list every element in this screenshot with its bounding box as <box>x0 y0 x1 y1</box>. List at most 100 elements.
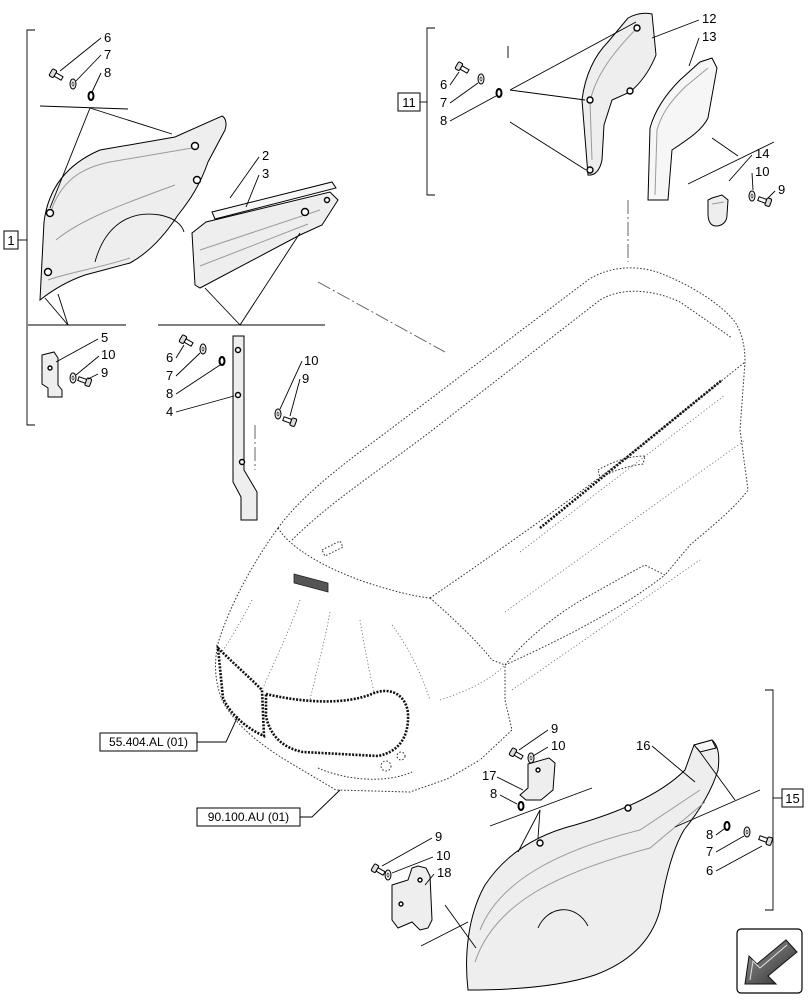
callout-label[interactable]: 18 <box>437 865 451 880</box>
hood-top-inner-contour <box>291 290 733 541</box>
bracket-line <box>426 27 435 196</box>
callout-label[interactable]: 12 <box>702 11 716 26</box>
section-line <box>674 789 761 828</box>
hood-rear-side <box>664 361 749 576</box>
inner-panel-part <box>191 191 339 289</box>
lock-washer-icon <box>495 88 503 98</box>
callout-label[interactable]: 6 <box>166 350 173 365</box>
callout-label[interactable]: 9 <box>435 829 442 844</box>
arrow-highlight <box>749 944 788 981</box>
callout-label[interactable]: 10 <box>551 738 565 753</box>
leader-line <box>59 37 102 72</box>
fender <box>466 739 720 991</box>
side-panel-part <box>39 115 227 302</box>
callout-label[interactable]: 2 <box>262 148 269 163</box>
mounting-hole <box>586 96 594 104</box>
mounting-hole <box>234 346 242 354</box>
mounting-hole <box>238 458 246 466</box>
washer-icon <box>199 343 207 355</box>
projection-line <box>696 747 736 801</box>
callout-label[interactable]: 16 <box>636 738 650 753</box>
leader-line <box>87 373 99 380</box>
callout-label[interactable]: 6 <box>104 30 111 45</box>
hood-side-line <box>504 439 746 613</box>
group-number-15: 15 <box>785 791 799 806</box>
callout-label[interactable]: 7 <box>440 95 447 110</box>
panel-shading <box>199 223 309 267</box>
fender-bracket-part <box>519 757 556 801</box>
mounting-hole <box>586 166 594 174</box>
callout-label[interactable]: 17 <box>482 768 496 783</box>
lock-washer-icon <box>723 821 731 831</box>
rear-seal <box>647 57 718 201</box>
callout-label[interactable]: 7 <box>104 47 111 62</box>
bracket-line <box>765 689 774 911</box>
projection-line <box>44 297 69 326</box>
hood-logo <box>293 573 329 593</box>
leader-line <box>381 837 433 867</box>
callout-label[interactable]: 8 <box>104 65 111 80</box>
mounting-hole <box>323 196 331 204</box>
projection-line <box>204 287 241 326</box>
trim-strip-part <box>211 181 337 220</box>
callout-label[interactable]: 7 <box>166 368 173 383</box>
callout-label[interactable]: 6 <box>440 77 447 92</box>
callout-label[interactable]: 9 <box>551 721 558 736</box>
hood-front-crease <box>429 597 506 666</box>
callout-label[interactable]: 10 <box>304 353 318 368</box>
leader-line <box>688 37 700 67</box>
callout-label[interactable]: 10 <box>755 164 769 179</box>
panel-shading <box>49 147 193 215</box>
projection-line <box>57 293 69 326</box>
reference-link-2[interactable]: 90.100.AU (01) <box>196 807 301 827</box>
callout-label[interactable]: 4 <box>166 404 173 419</box>
fender-bracket <box>519 757 556 801</box>
callout-label[interactable]: 9 <box>778 182 785 197</box>
mounting-hole <box>45 208 55 218</box>
callout-label[interactable]: 5 <box>101 330 108 345</box>
callout-label[interactable]: 9 <box>302 371 309 386</box>
callout-label[interactable]: 6 <box>706 863 713 878</box>
callout-label[interactable]: 8 <box>490 786 497 801</box>
mounting-hole <box>535 767 541 773</box>
callout-label[interactable]: 8 <box>440 113 447 128</box>
hood-grille-left <box>216 644 266 739</box>
hood-lamp <box>380 760 392 772</box>
bolt-icon <box>48 68 65 83</box>
reference-link-1[interactable]: 55.404.AL (01) <box>99 732 198 752</box>
group-number-11: 11 <box>402 95 416 110</box>
leader-line <box>91 72 102 93</box>
washer-icon <box>69 78 77 90</box>
leader-line <box>175 364 221 395</box>
panel-shading <box>479 789 701 931</box>
mounting-hole <box>300 207 310 217</box>
projection-line <box>509 89 586 101</box>
callout-label[interactable]: 7 <box>706 844 713 859</box>
hood-assembly <box>215 267 749 793</box>
callout-label[interactable]: 13 <box>702 29 716 44</box>
group-bracket-15: 15 <box>765 689 804 911</box>
rear-panel-part <box>581 12 657 176</box>
callout-label[interactable]: 3 <box>262 166 269 181</box>
callout-label[interactable]: 9 <box>101 365 108 380</box>
small-bracket-part <box>41 351 63 398</box>
mounting-hole <box>633 24 641 32</box>
leader-line <box>279 360 303 410</box>
callout-label[interactable]: 10 <box>101 347 115 362</box>
leader-line <box>449 95 497 122</box>
callout-label[interactable]: 14 <box>755 146 769 161</box>
reference-label[interactable]: 55.404.AL (01) <box>109 735 188 749</box>
arrow-shape[interactable] <box>744 939 798 985</box>
support-bracket-part <box>232 335 258 521</box>
callout-label[interactable]: 8 <box>166 386 173 401</box>
leader-line <box>449 71 460 86</box>
leader-line <box>715 845 763 872</box>
reference-label[interactable]: 90.100.AU (01) <box>208 810 289 824</box>
projection-line <box>537 809 541 839</box>
callout-label[interactable]: 8 <box>706 827 713 842</box>
projection-line <box>517 809 541 853</box>
next-page-arrow-icon[interactable] <box>736 928 803 994</box>
lower-bracket-part <box>391 865 433 931</box>
callout-label[interactable]: 10 <box>436 848 450 863</box>
group-bracket-1: 1 <box>3 29 35 426</box>
